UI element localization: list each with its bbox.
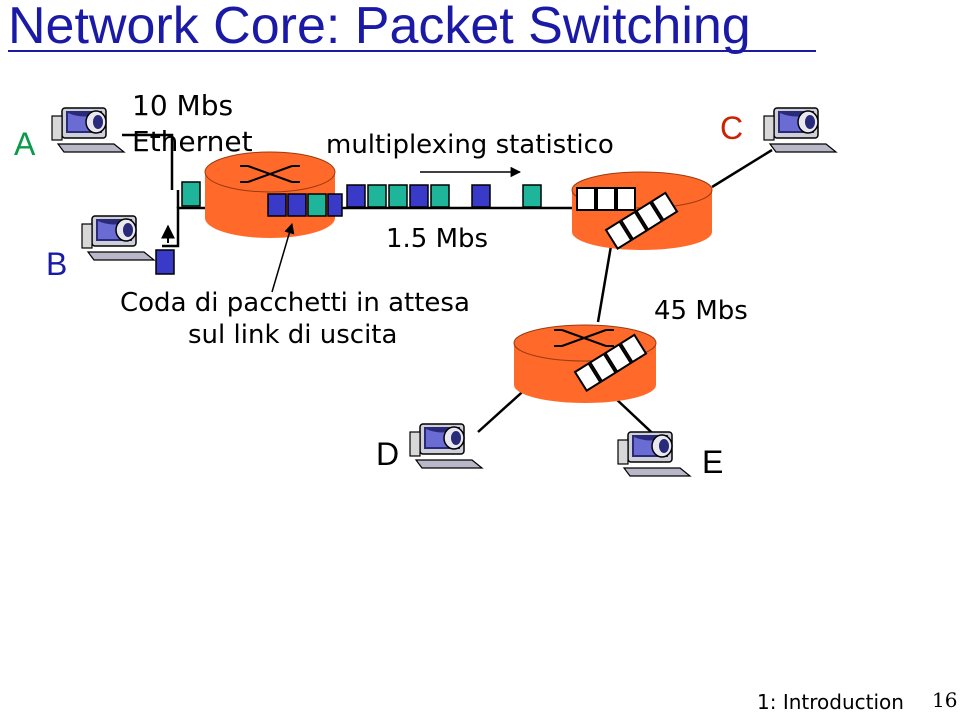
- host-c-label: C: [720, 110, 744, 146]
- host-e-computer-icon: [617, 431, 691, 477]
- ethernet-speed-label: 10 Mbs: [132, 89, 234, 122]
- queue-note-line2: sul link di uscita: [188, 320, 398, 350]
- link-r2-r3: [596, 239, 614, 323]
- queue-router-1: [267, 193, 343, 217]
- page-number: 16: [932, 688, 958, 712]
- link-b: [162, 206, 210, 248]
- queue-pointer-arrow: [271, 222, 295, 293]
- title-underline: [8, 50, 816, 52]
- link-r2-c: [711, 148, 773, 189]
- footer-chapter: 1: Introduction: [757, 690, 904, 714]
- host-c-computer-icon: [763, 107, 837, 153]
- link-45mbs-label: 45 Mbs: [654, 296, 748, 326]
- slide-title: Network Core: Packet Switching: [8, 0, 751, 55]
- queue-router-2: [576, 187, 679, 251]
- queue-note-line1: Coda di pacchetti in attesa: [120, 288, 470, 318]
- packets-ethernet: [155, 181, 201, 275]
- host-a-computer-icon: [51, 107, 125, 153]
- host-e-label: E: [702, 444, 724, 480]
- queue-router-3: [573, 333, 648, 393]
- host-a-label: A: [14, 126, 36, 162]
- link-1-5mbs-label: 1.5 Mbs: [386, 224, 489, 254]
- ethernet-type-label: Ethernet: [132, 125, 253, 158]
- packets-on-link: [346, 184, 542, 208]
- link-a: [122, 133, 174, 190]
- host-d-label: D: [376, 436, 400, 472]
- host-b-computer-icon: [81, 215, 155, 261]
- stat-mux-label: multiplexing statistico: [326, 130, 614, 160]
- host-d-computer-icon: [409, 423, 483, 469]
- host-b-label: B: [46, 246, 68, 282]
